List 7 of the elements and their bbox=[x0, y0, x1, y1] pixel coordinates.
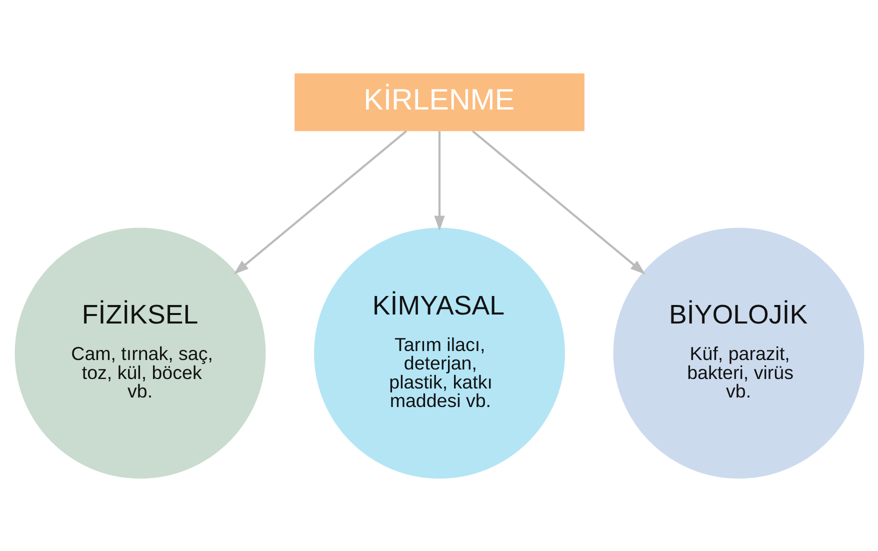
node-circle: BİYOLOJİK Küf, parazit, bakteri, virüs vb. bbox=[612, 227, 864, 478]
arrow bbox=[233, 130, 407, 274]
node-circle: KİMYASAL Tarım ilacı, deterjan, plastik, katkı maddesi vb. bbox=[314, 227, 564, 478]
arrow bbox=[471, 130, 645, 274]
node-circle: FİZİKSEL Cam, tırnak, saç, toz, kül, böcek vb. bbox=[14, 227, 266, 478]
node-box: KİRLENME bbox=[294, 72, 584, 131]
arrow bbox=[434, 130, 444, 230]
